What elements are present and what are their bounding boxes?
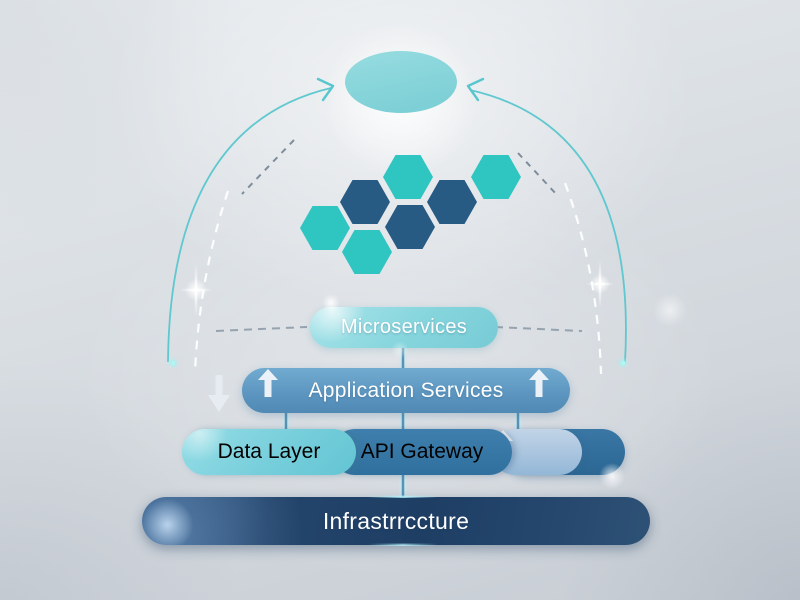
layer-infrastructure: Infrastrrccture <box>142 497 650 545</box>
layer-gateway-row: API Gateway Data Layer <box>182 429 625 475</box>
microservices-label: Microservices <box>340 316 468 338</box>
right-dashed-arc <box>563 182 603 375</box>
hexagon-teal <box>383 155 433 199</box>
left-diagonal-dash <box>241 139 295 195</box>
up-arrow-icon <box>528 368 554 413</box>
hexagon-navy <box>340 180 390 224</box>
left-dashed-arc <box>193 190 230 374</box>
left-arc <box>167 87 332 363</box>
layer-data-layer: Data Layer <box>182 429 356 475</box>
layer-application-services: Application Services <box>242 368 570 413</box>
hexagon-teal <box>300 206 350 250</box>
layer-microservices: Microservices <box>310 307 498 348</box>
hexagon-teal <box>471 155 521 199</box>
top-ellipse-node <box>345 51 457 113</box>
left-horizontal-dash <box>215 326 308 332</box>
left-arrowhead-icon <box>316 77 335 102</box>
hexagon-navy <box>427 180 477 224</box>
hexagon-teal <box>342 230 392 274</box>
data-layer-label: Data Layer <box>217 440 321 463</box>
hexagon-cluster <box>300 155 521 274</box>
hexagon-navy <box>385 205 435 249</box>
right-diagonal-dash <box>517 152 559 197</box>
layer-api-gateway: API Gateway <box>332 429 512 475</box>
up-arrow-icon <box>257 368 283 413</box>
infrastructure-label: Infrastrrccture <box>322 507 470 534</box>
application-services-label: Application Services <box>308 378 504 402</box>
down-arrow-icon <box>206 375 232 413</box>
right-arrowhead-icon <box>466 77 485 102</box>
right-arc <box>469 89 627 363</box>
right-horizontal-dash <box>494 326 583 332</box>
api-gateway-label: API Gateway <box>360 440 484 463</box>
